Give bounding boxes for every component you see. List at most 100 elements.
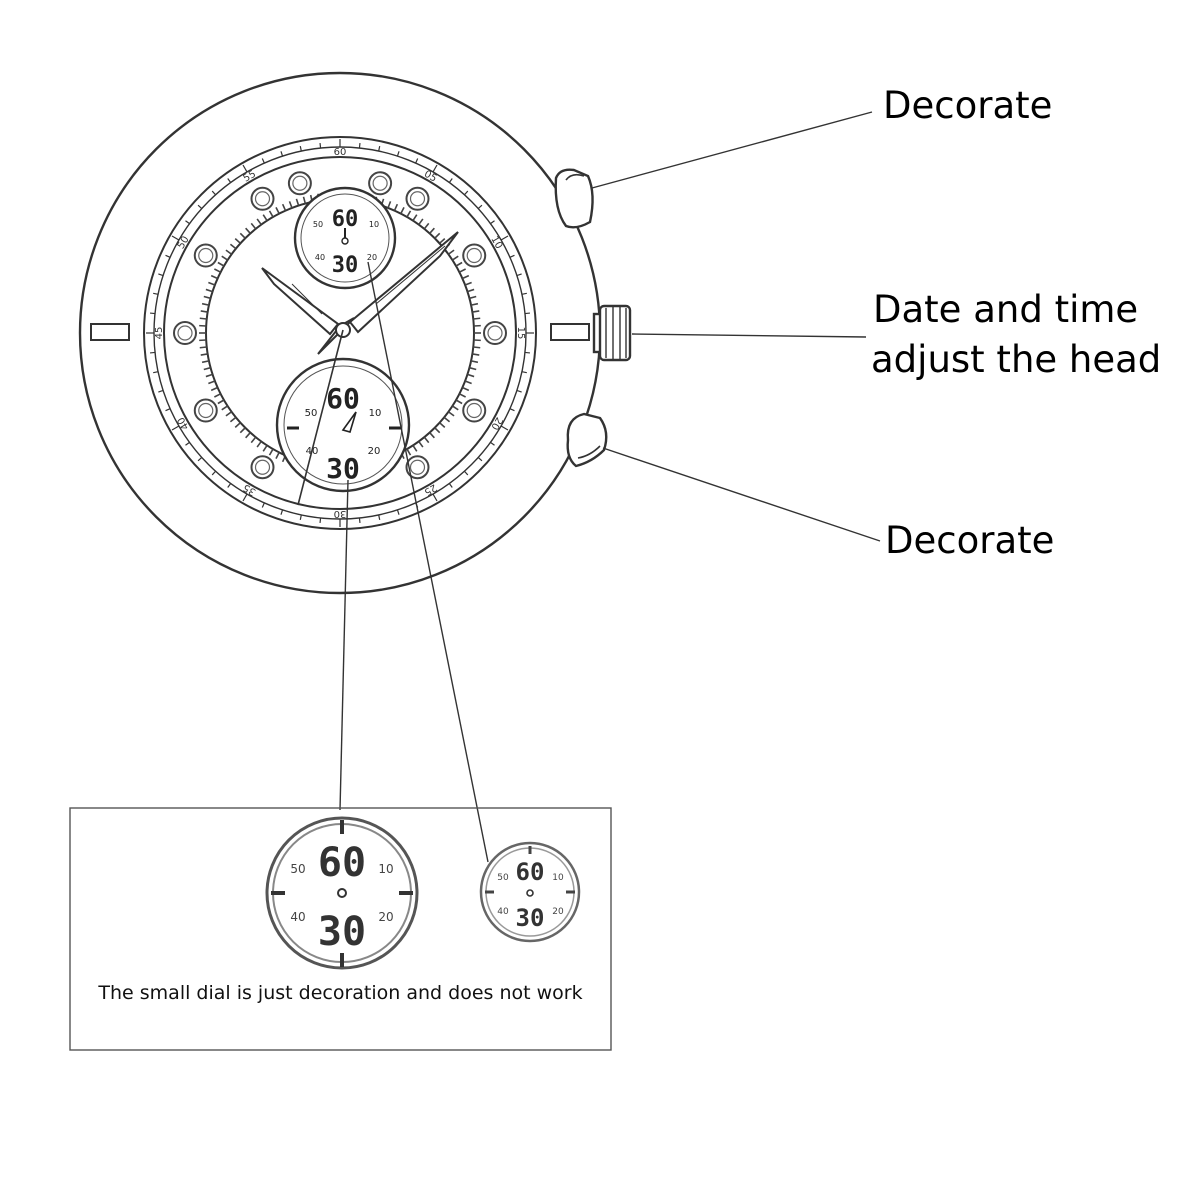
ring-spike (288, 201, 293, 209)
lume-dot-outer (250, 186, 275, 211)
leader-upper-pusher (591, 111, 873, 189)
ring-spike (447, 249, 455, 255)
bezel-number: 60 (334, 147, 347, 158)
leader-crown (631, 333, 867, 338)
minute-tick (227, 483, 232, 488)
ring-spike (201, 302, 210, 306)
ring-spike (221, 405, 229, 411)
lower-subdial-20: 20 (368, 446, 381, 457)
ring-spike (406, 448, 412, 456)
upper-pusher (554, 168, 594, 229)
minute-tick (153, 292, 159, 295)
inset-small-subdial: 60 30 50 10 40 20 (479, 841, 581, 943)
ring-spike (462, 386, 470, 392)
inset-caption: The small dial is just decoration and do… (98, 982, 583, 1004)
minute-tick (171, 235, 180, 241)
ring-spike (199, 346, 207, 349)
lume-dot-inner (487, 325, 503, 341)
lower-subdial-30: 30 (326, 452, 360, 485)
ring-spike (225, 249, 233, 255)
ring-spike (201, 360, 210, 364)
ring-spike (464, 380, 472, 385)
lume-dot-inner (198, 247, 214, 264)
minute-tick (448, 483, 453, 488)
ring-spike (200, 353, 208, 356)
ring-spike (412, 214, 418, 222)
ring-spike (203, 366, 211, 371)
ring-spike (250, 222, 257, 230)
minute-tick (299, 514, 302, 520)
lume-dot-inner (292, 175, 308, 191)
callout-lines (339, 111, 881, 863)
inset-large-subdial: 60 30 50 10 40 20 (265, 816, 419, 970)
minute-tick (500, 425, 509, 431)
bezel-number: 10 (488, 234, 504, 251)
ring-spike (418, 440, 424, 448)
ring-spike (256, 218, 262, 226)
minute-tick (396, 509, 400, 515)
inset-small-20: 20 (552, 907, 564, 917)
bezel-number: 15 (515, 327, 526, 340)
ring-spike (205, 373, 213, 378)
bezel-number: 25 (422, 481, 439, 497)
ring-spike (469, 295, 477, 300)
minute-tick (448, 178, 453, 183)
lume-dot-outer (405, 455, 430, 480)
ring-spike (393, 203, 399, 211)
ring-spike (423, 222, 430, 230)
minute-tick (319, 517, 322, 524)
ring-spike (200, 310, 208, 313)
ring-spike (214, 268, 221, 273)
ring-spike (302, 196, 307, 204)
ring-spike (472, 310, 480, 313)
ring-spike (434, 232, 441, 239)
ring-spike (217, 399, 225, 405)
label-crown-line1: Date and time (873, 288, 1139, 331)
ring-spike (443, 416, 451, 423)
ring-spike (429, 227, 435, 234)
minute-tick (524, 351, 531, 354)
bezel-outer-ring (143, 136, 537, 530)
ring-spike (459, 268, 466, 273)
minute-tick (158, 273, 164, 277)
lume-dot-inner (177, 325, 193, 341)
ring-spike (434, 427, 441, 434)
minute-tick (509, 254, 515, 258)
inset-large-30: 30 (318, 909, 366, 955)
hour-marker-9 (90, 323, 130, 341)
ring-spike (473, 346, 481, 349)
ring-spike (467, 373, 475, 378)
minute-tick (490, 441, 495, 446)
lume-dot-outer (173, 321, 197, 345)
lume-dot-outer (193, 243, 218, 268)
inset-box (69, 807, 612, 1051)
minute-tick (171, 425, 180, 431)
ring-spike (447, 411, 455, 417)
bezel-number: 05 (422, 169, 439, 185)
minute-tick (415, 158, 419, 164)
ring-spike (469, 366, 477, 371)
ring-spike (210, 386, 218, 392)
ring-spike (239, 427, 246, 434)
inset-large-50: 50 (290, 862, 305, 876)
lower-subdial-10: 10 (369, 408, 382, 419)
ring-spike (245, 432, 251, 439)
lume-dot-inner (372, 175, 388, 191)
ring-spike (256, 440, 262, 448)
ring-spike (208, 380, 216, 385)
lume-dot-outer (462, 398, 487, 423)
minute-tick (500, 235, 509, 241)
minute-tick (165, 254, 171, 258)
label-lower-decorate: Decorate (885, 519, 1055, 562)
lume-dot-inner (198, 402, 214, 419)
bezel-number: 55 (241, 169, 258, 185)
ring-spike (455, 399, 463, 405)
minute-tick (319, 142, 322, 149)
ring-spike (229, 243, 237, 250)
ring-spike (429, 432, 435, 439)
inset-large-10: 10 (378, 862, 393, 876)
ring-spike (268, 210, 274, 218)
ring-spike (439, 422, 446, 428)
inset-small-50: 50 (497, 873, 509, 883)
